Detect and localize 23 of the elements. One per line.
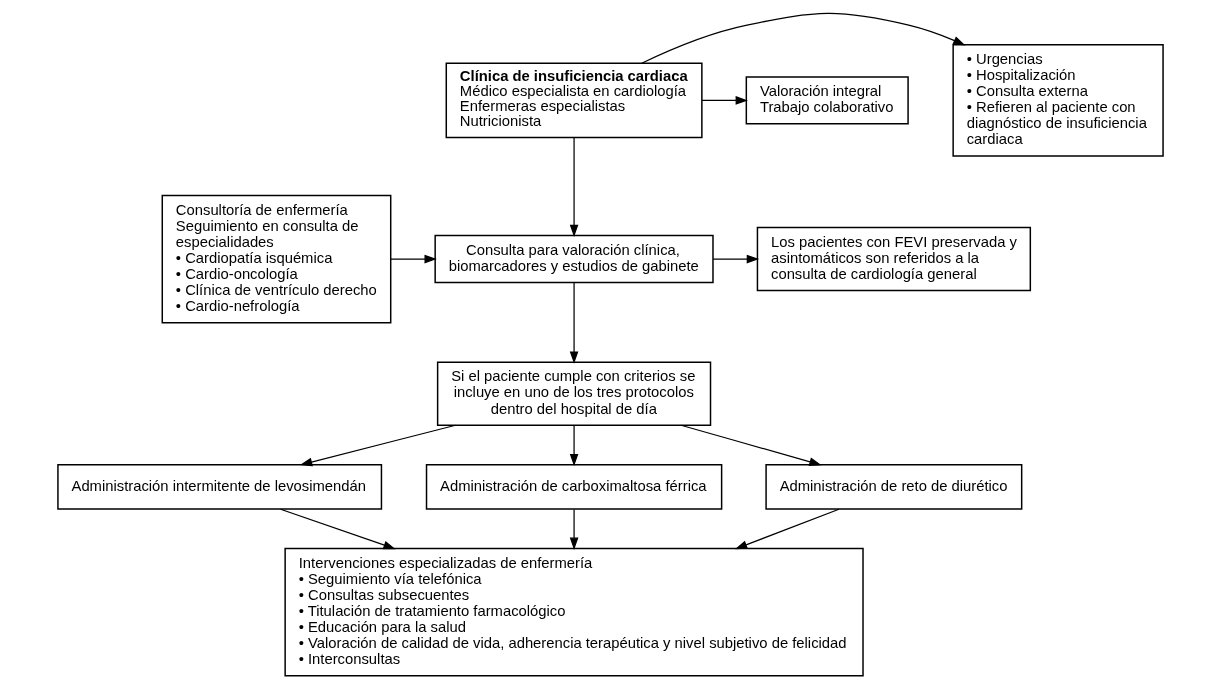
node-box: Consultoría de enfermería Seguimiento en consulta de especialidades • Cardiopatía isquémica • Cardio-oncología • Clínica de ventrículo derecho • Cardio-nefrología xyxy=(161,194,391,324)
node-box: Clínica de insuficiencia cardiaca Médico especialista en cardiología Enfermeras especialistas Nutricionista xyxy=(445,62,703,139)
arrow xyxy=(679,424,822,466)
node-box: Administración intermitente de levosimendán xyxy=(56,463,382,510)
arrow xyxy=(389,254,437,264)
arrow xyxy=(701,96,748,105)
arrow xyxy=(569,425,578,467)
node-box: Valoración integral Trabajo colaborativo xyxy=(745,76,909,125)
node-box: • Urgencias • Hospitalización • Consulta externa • Refieren al paciente con diagnóstico de insuficiencia cardiaca xyxy=(951,44,1164,157)
arrow xyxy=(569,136,578,238)
node-box: Si el paciente cumple con criterios se incluye en uno de los tres protocolos dentro del hospital de día xyxy=(436,361,711,426)
arrow xyxy=(711,254,759,264)
arrow xyxy=(569,282,578,364)
arrow xyxy=(279,508,396,550)
arrow xyxy=(734,508,840,550)
node-box: Administración de carboximaltosa férrica xyxy=(425,463,722,510)
node-box: Los pacientes con FEVI preservada y asintomáticos son referidos a la consulta de cardiología general xyxy=(756,226,1031,292)
arrow xyxy=(299,424,456,467)
node-box: Intervenciones especializadas de enfermería • Seguimiento vía telefónica • Consultas subsecuentes • Titulación de tratamiento farmacológico • Educación para la salud • Valoración de calidad de vida, adherencia terapéutica y nivel subjetivo de felicidad • Interconsultas xyxy=(283,547,864,677)
arrow xyxy=(640,12,965,64)
node-box: Consulta para valoración clínica, biomarcadores y estudios de gabinete xyxy=(433,234,714,284)
node-box: Administración de reto de diurético xyxy=(764,463,1022,510)
arrow xyxy=(569,508,578,550)
